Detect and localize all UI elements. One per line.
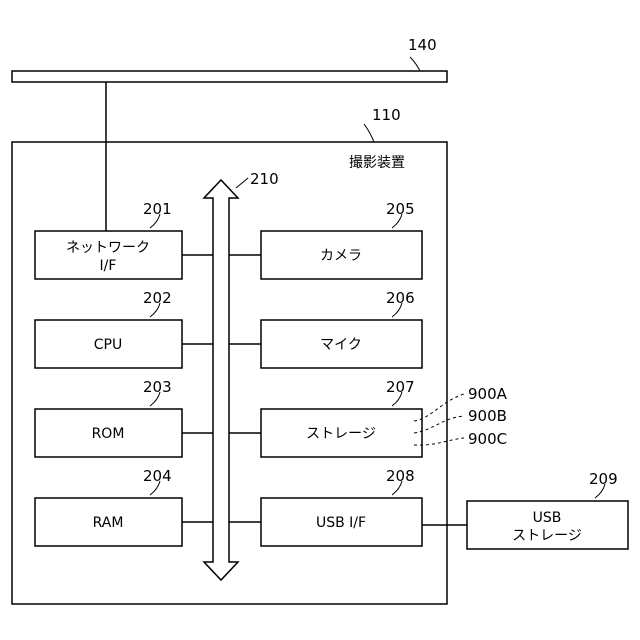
network-if-label-line1: ネットワーク [66, 240, 150, 256]
device-title: 撮影装置 [349, 154, 405, 171]
rom-ref: 203 [143, 378, 172, 396]
cpu-label: CPU [94, 337, 122, 353]
bus-ref-leader [410, 57, 420, 71]
device-ref-leader [364, 124, 374, 142]
data-c-ref: 900C [468, 430, 507, 448]
mic-label: マイク [320, 337, 362, 353]
device-ref: 110 [372, 106, 401, 124]
bus-ref: 140 [408, 36, 437, 54]
data-a-ref: 900A [468, 385, 508, 403]
camera-ref: 205 [386, 200, 415, 218]
network-if-ref: 201 [143, 200, 172, 218]
storage-label: ストレージ [306, 426, 376, 442]
usb-storage-label-line1: USB [533, 510, 562, 526]
network-bus [12, 71, 447, 82]
network-if-label-line2: I/F [100, 258, 117, 274]
storage-ref: 207 [386, 378, 415, 396]
usb-if-ref: 208 [386, 467, 415, 485]
ram-label: RAM [93, 515, 124, 531]
usb-storage-label-line2: ストレージ [512, 528, 582, 544]
rom-label: ROM [92, 426, 125, 442]
ram-ref: 204 [143, 467, 172, 485]
cpu-ref: 202 [143, 289, 172, 307]
usb-storage-ref: 209 [589, 470, 618, 488]
usb-if-label: USB I/F [316, 515, 366, 531]
arrow-ref: 210 [250, 170, 279, 188]
data-b-ref: 900B [468, 407, 507, 425]
camera-label: カメラ [320, 248, 362, 264]
mic-ref: 206 [386, 289, 415, 307]
